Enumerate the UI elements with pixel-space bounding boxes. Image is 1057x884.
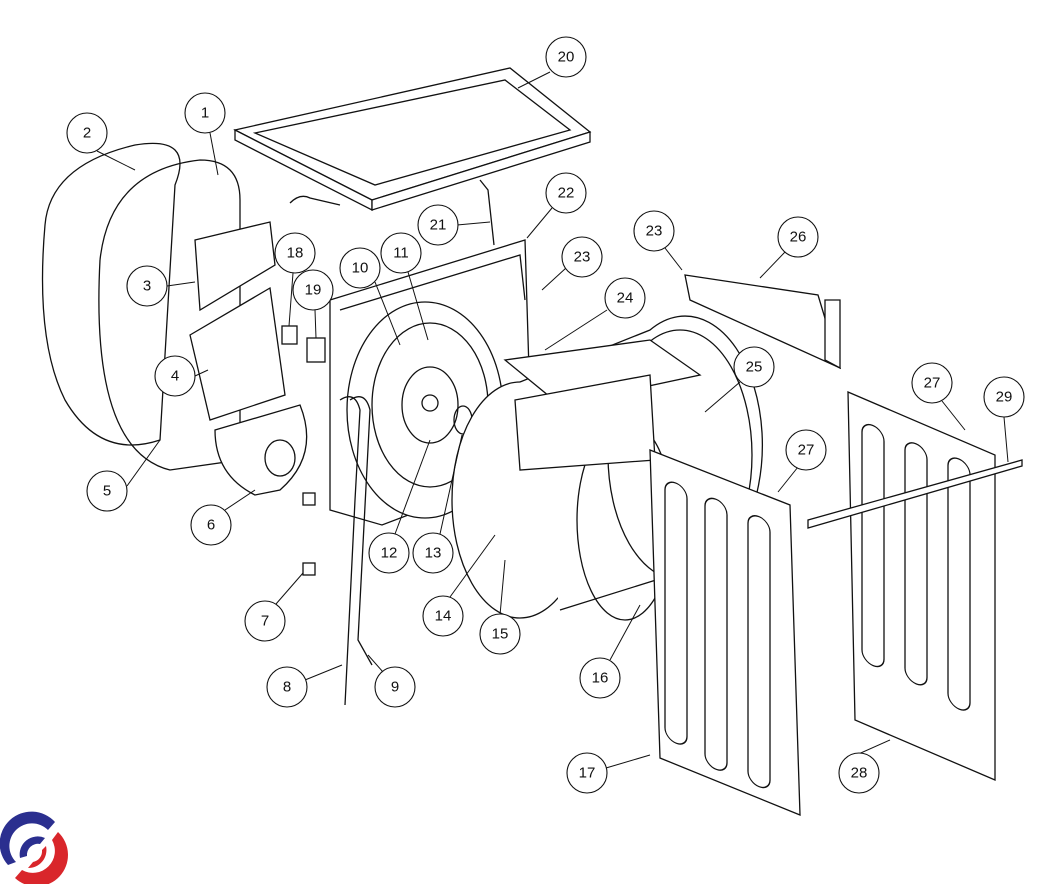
svg-text:13: 13 — [425, 545, 442, 562]
callout-8: 8 — [266, 666, 308, 708]
brand-logo — [0, 811, 68, 884]
svg-text:9: 9 — [391, 679, 399, 696]
svg-text:7: 7 — [261, 613, 269, 630]
callout-17: 17 — [566, 752, 608, 794]
callout-18: 18 — [274, 232, 316, 274]
svg-text:23: 23 — [574, 249, 591, 266]
callout-15: 15 — [479, 613, 521, 655]
callout-10: 10 — [339, 247, 381, 289]
callout-2: 2 — [66, 112, 108, 154]
callout-5: 5 — [86, 470, 128, 512]
svg-text:3: 3 — [143, 278, 151, 295]
svg-text:27: 27 — [924, 375, 941, 392]
callout-13: 13 — [412, 532, 454, 574]
leader-lines — [96, 71, 1009, 769]
callout-4: 4 — [154, 355, 196, 397]
svg-text:4: 4 — [171, 368, 179, 385]
part-small-clips — [281, 325, 326, 576]
callout-25: 25 — [733, 346, 775, 388]
callout-22: 22 — [545, 172, 587, 214]
callout-26: 26 — [777, 216, 819, 258]
part-hose — [339, 396, 373, 706]
svg-text:24: 24 — [617, 290, 634, 307]
part-fan-housing — [189, 221, 308, 496]
callout-24: 24 — [604, 277, 646, 319]
callout-28: 28 — [838, 752, 880, 794]
callout-21: 21 — [417, 204, 459, 246]
svg-text:19: 19 — [305, 282, 322, 299]
callout-23a: 23 — [561, 236, 603, 278]
part-control-bracket — [684, 274, 842, 370]
callout-27a: 27 — [785, 429, 827, 471]
svg-text:8: 8 — [283, 679, 291, 696]
svg-text:26: 26 — [790, 229, 807, 246]
svg-text:17: 17 — [579, 765, 596, 782]
svg-text:11: 11 — [393, 245, 409, 262]
callout-19: 19 — [292, 269, 334, 311]
callout-20: 20 — [545, 36, 587, 78]
svg-text:1: 1 — [201, 105, 209, 122]
svg-text:27: 27 — [798, 442, 815, 459]
callout-11: 11 — [380, 232, 422, 274]
callout-7: 7 — [244, 600, 286, 642]
callout-23b: 23 — [633, 210, 675, 252]
part-power-cord — [289, 179, 495, 246]
svg-text:2: 2 — [83, 125, 91, 142]
callout-1: 1 — [184, 92, 226, 134]
svg-text:28: 28 — [851, 765, 868, 782]
svg-text:5: 5 — [103, 483, 111, 500]
svg-text:18: 18 — [287, 245, 304, 262]
part-heater-duct — [503, 339, 702, 471]
svg-text:12: 12 — [381, 545, 398, 562]
svg-text:15: 15 — [492, 626, 509, 643]
svg-text:25: 25 — [746, 359, 763, 376]
svg-text:10: 10 — [352, 260, 369, 277]
callout-16: 16 — [579, 657, 621, 699]
svg-text:29: 29 — [996, 389, 1013, 406]
part-back-gasket — [41, 142, 241, 471]
svg-text:16: 16 — [592, 670, 609, 687]
svg-text:14: 14 — [435, 608, 452, 625]
svg-text:22: 22 — [558, 185, 575, 202]
callout-29: 29 — [983, 376, 1025, 418]
callout-27b: 27 — [911, 362, 953, 404]
callout-6: 6 — [190, 504, 232, 546]
callout-14: 14 — [422, 595, 464, 637]
part-top-panel — [233, 67, 592, 212]
part-side-panel — [847, 391, 996, 781]
part-front-panel — [649, 449, 801, 816]
svg-text:20: 20 — [558, 49, 575, 66]
svg-text:23: 23 — [646, 223, 663, 240]
svg-text:6: 6 — [207, 517, 215, 534]
callout-9: 9 — [374, 666, 416, 708]
callout-3: 3 — [126, 265, 168, 307]
callout-12: 12 — [368, 532, 410, 574]
svg-text:21: 21 — [430, 217, 447, 234]
part-front-rail — [807, 459, 1023, 529]
